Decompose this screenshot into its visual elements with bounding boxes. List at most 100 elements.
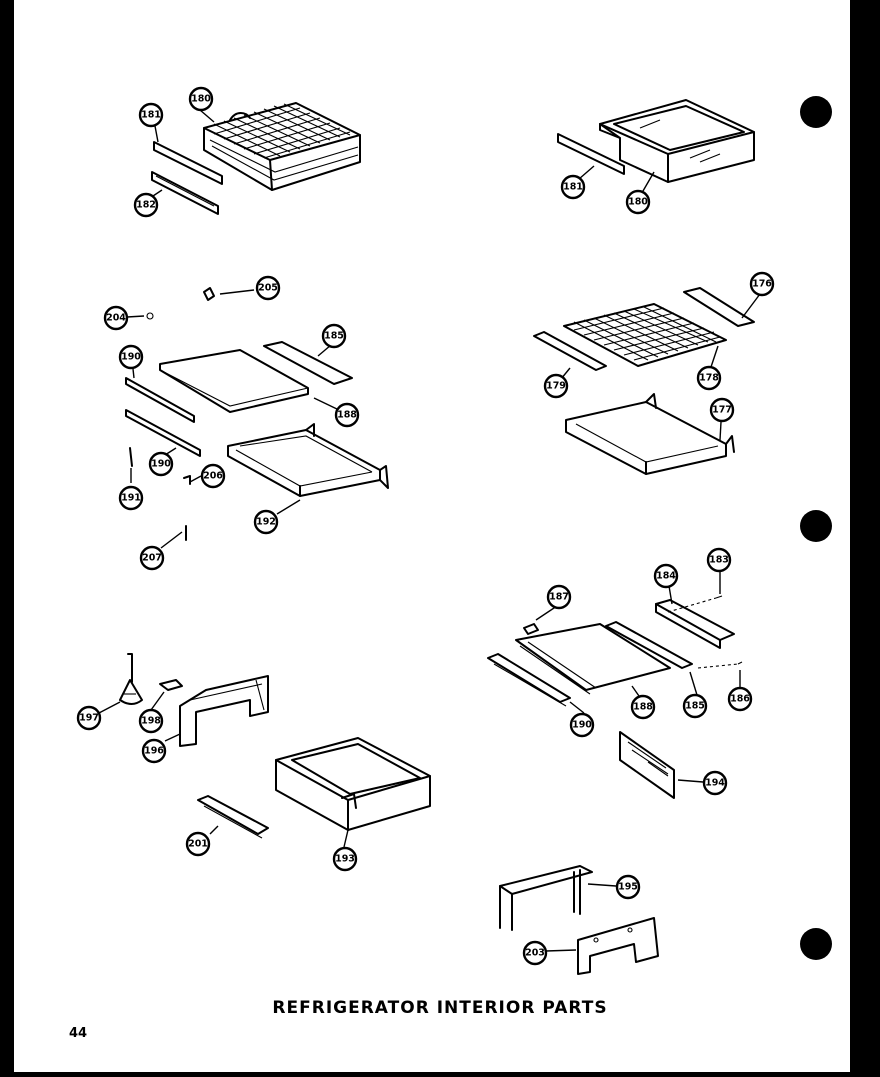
shelf-trim-front: [125, 377, 195, 423]
callout-203: 203: [522, 940, 548, 966]
svg-text:191: 191: [121, 493, 141, 504]
shelf-screw-204: [146, 312, 154, 320]
svg-text:183: 183: [709, 555, 729, 566]
svg-text:188: 188: [337, 410, 357, 421]
svg-text:176: 176: [752, 279, 772, 290]
binder-hole-bottom: [800, 928, 832, 960]
callout-195: 195: [615, 874, 641, 900]
svg-text:181: 181: [563, 182, 583, 193]
binder-hole-middle: [800, 510, 832, 542]
svg-text:182: 182: [136, 200, 156, 211]
wire-shelf-drawing: [563, 303, 727, 367]
wire-shelf-rail-right: [683, 287, 755, 327]
callout-186: 186: [727, 686, 753, 712]
shelf-rail-lower: [125, 409, 201, 457]
cover-203: [577, 917, 659, 975]
glass-shelf-panel: [159, 349, 309, 413]
svg-text:198: 198: [141, 716, 161, 727]
shelf-frame: [227, 423, 389, 497]
callout-187: 187: [546, 584, 572, 610]
callout-191: 191: [118, 485, 144, 511]
callout-204: 204: [103, 305, 129, 331]
deli-shelf-panel: [515, 623, 671, 695]
page-title: REFRIGERATOR INTERIOR PARTS: [272, 998, 608, 1018]
svg-text:192: 192: [256, 517, 276, 528]
basket-rail-upper: [153, 141, 223, 185]
callout-177: 177: [709, 397, 735, 423]
callout-188: 188: [630, 694, 656, 720]
deli-screws: [667, 595, 743, 669]
callout-207: 207: [139, 545, 165, 571]
svg-text:178: 178: [699, 373, 719, 384]
svg-text:188: 188: [633, 702, 653, 713]
wire-shelf-frame: [565, 393, 735, 475]
basket-rail-lower: [151, 171, 219, 215]
egg-bin-cone: [119, 653, 143, 705]
deli-rail-right: [655, 599, 735, 649]
callout-206: 206: [200, 463, 226, 489]
callout-205: 205: [255, 275, 281, 301]
callout-179: 179: [543, 373, 569, 399]
binder-hole-top: [800, 96, 832, 128]
callout-190: 190: [569, 712, 595, 738]
callout-196: 196: [141, 738, 167, 764]
svg-text:193: 193: [335, 854, 355, 865]
callout-176: 176: [749, 271, 775, 297]
callout-194: 194: [702, 770, 728, 796]
svg-text:197: 197: [79, 713, 99, 724]
svg-text:180: 180: [628, 197, 648, 208]
callout-190: 190: [118, 344, 144, 370]
shelf-clip-205: [203, 287, 215, 301]
callout-184: 184: [653, 563, 679, 589]
crisper-pan-drawing: [599, 99, 755, 183]
svg-text:206: 206: [203, 471, 223, 482]
svg-text:190: 190: [151, 459, 171, 470]
svg-text:207: 207: [142, 553, 162, 564]
svg-text:181: 181: [141, 110, 161, 121]
svg-text:186: 186: [730, 694, 750, 705]
crisper-rail: [557, 133, 625, 175]
svg-text:185: 185: [324, 331, 344, 342]
svg-text:185: 185: [685, 701, 705, 712]
svg-text:204: 204: [106, 313, 126, 324]
deli-rail-left: [487, 653, 571, 707]
callout-198: 198: [138, 708, 164, 734]
svg-text:190: 190: [572, 720, 592, 731]
wire-shelf-rail-left: [533, 331, 607, 371]
callout-183: 183: [706, 547, 732, 573]
callout-181: 181: [138, 102, 164, 128]
meat-keeper-pan: [275, 737, 431, 831]
svg-text:201: 201: [188, 839, 208, 850]
svg-text:184: 184: [656, 571, 676, 582]
deli-door-panel: [619, 731, 675, 799]
bracket-195: [499, 865, 593, 931]
svg-text:203: 203: [525, 948, 545, 959]
callout-185: 185: [682, 693, 708, 719]
callout-182: 182: [133, 192, 159, 218]
svg-text:190: 190: [121, 352, 141, 363]
wire-basket-drawing: [203, 102, 361, 191]
shelf-trim-rear: [263, 341, 353, 385]
callout-178: 178: [696, 365, 722, 391]
control-housing: [179, 675, 269, 747]
callout-185: 185: [321, 323, 347, 349]
deli-clip-187: [523, 623, 539, 635]
svg-text:187: 187: [549, 592, 569, 603]
svg-text:180: 180: [191, 94, 211, 105]
diagram-sheet: [14, 0, 850, 1072]
callout-192: 192: [253, 509, 279, 535]
callout-193: 193: [332, 846, 358, 872]
callout-180: 180: [625, 189, 651, 215]
callout-181: 181: [560, 174, 586, 200]
svg-text:205: 205: [258, 283, 278, 294]
leader-lines: [98, 109, 761, 952]
callout-180: 180: [188, 86, 214, 112]
control-knob-198: [159, 679, 183, 691]
svg-text:177: 177: [712, 405, 732, 416]
callout-190: 190: [148, 451, 174, 477]
svg-text:195: 195: [618, 882, 638, 893]
svg-text:179: 179: [546, 381, 566, 392]
callout-188: 188: [334, 402, 360, 428]
page-number: 44: [69, 1026, 88, 1041]
